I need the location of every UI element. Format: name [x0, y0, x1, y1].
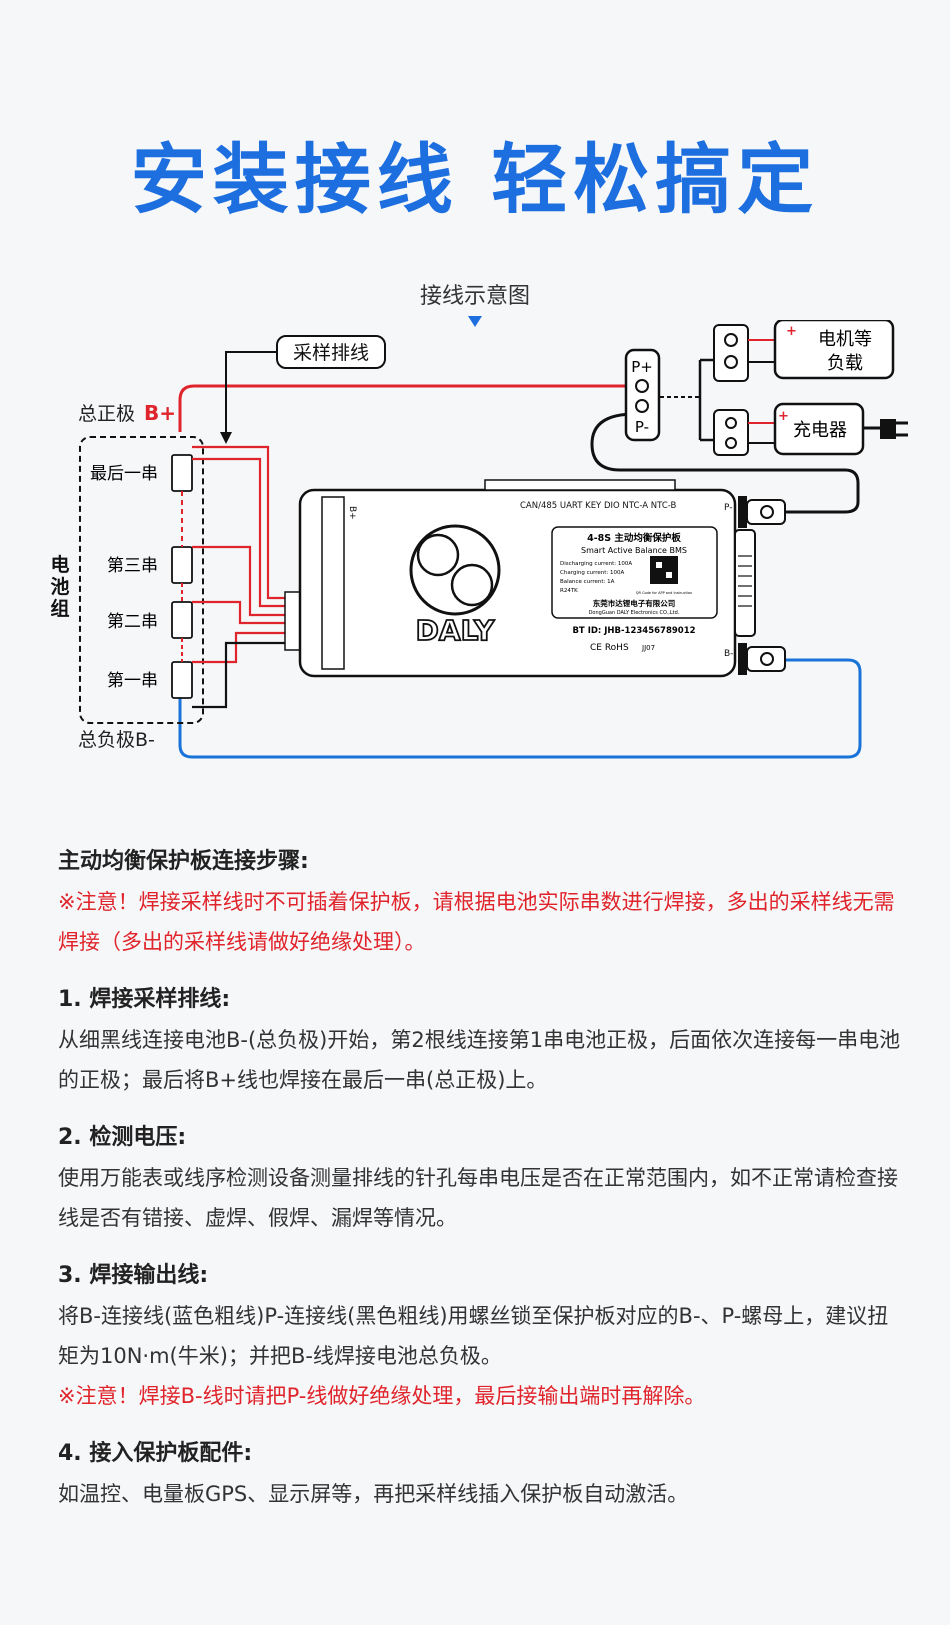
p-plus-label: P+	[631, 358, 653, 376]
bms-model: 4-8S 主动均衡保护板	[587, 532, 681, 544]
bms-p-minus: P-	[724, 503, 732, 513]
cell-label-last: 最后一串	[90, 464, 158, 484]
step-4-text: 如温控、电量板GPS、显示屏等，再把采样线插入保护板自动激活。	[58, 1482, 689, 1506]
step-1-text: 从细黑线连接电池B-(总负极)开始，第2根线连接第1串电池正极，后面依次连接每一…	[58, 1028, 901, 1092]
sampling-label: 采样排线	[293, 342, 369, 364]
cell-last: 最后一串	[90, 454, 193, 492]
step-3-text: 将B-连接线(蓝色粗线)P-连接线(黑色粗线)用螺丝锁至保护板对应的B-、P-螺…	[58, 1304, 889, 1368]
total-positive-label: 总正极	[78, 403, 135, 425]
p-plus-wire	[178, 384, 636, 432]
svg-text:+: +	[778, 409, 789, 424]
charger-label: 充电器	[793, 420, 847, 441]
qr-code-icon	[650, 556, 678, 584]
bms-board: CAN/485 UART KEY DIO NTC-A NTC-B B+ DALY…	[298, 479, 786, 678]
pack-label: 电池组	[50, 553, 69, 620]
cell-label-first: 第一串	[107, 671, 158, 691]
bms-code: JJ07	[641, 644, 655, 652]
cell-first: 第一串	[107, 661, 193, 699]
battery-pack-frame	[79, 436, 204, 724]
wiring-diagram: 电池组 总正极 B+ 总负极B- 采样排线 最后一串 第三串 第二串 第一串	[50, 320, 908, 759]
steps-warning: ※注意！焊接采样线时不可插着保护板，请根据电池实际串数进行焊接，多出的采样线无需…	[58, 890, 895, 954]
p-minus-label: P-	[635, 418, 649, 436]
step-1-title: 1. 焊接采样排线:	[58, 987, 231, 1012]
step-3-note: ※注意！焊接B-线时请把P-线做好绝缘处理，最后接输出端时再解除。	[58, 1384, 706, 1408]
bms-ports: CAN/485 UART KEY DIO NTC-A NTC-B	[520, 501, 677, 511]
cert-marks: CE RoHS	[590, 643, 629, 653]
bms-spec-balance: Balance current: 1A	[560, 579, 615, 585]
cell-label-third: 第三串	[107, 556, 158, 576]
page-title: 安装接线 轻松搞定	[130, 135, 820, 224]
bt-id: BT ID: JHB-123456789012	[572, 626, 695, 636]
qr-caption: QR Code for APP and Instruction	[636, 591, 692, 595]
step-4-title: 4. 接入保护板配件:	[58, 1441, 253, 1466]
step-2-title: 2. 检测电压:	[58, 1125, 187, 1150]
instruction-steps: 主动均衡保护板连接步骤: ※注意！焊接采样线时不可插着保护板，请根据电池实际串数…	[58, 842, 908, 1514]
bms-spec-code: R24TK	[560, 588, 578, 594]
bms-brand: DALY	[416, 614, 495, 647]
bms-b-plus: B+	[347, 506, 357, 520]
p-connector	[624, 348, 661, 442]
cell-second: 第二串	[107, 601, 193, 639]
step-2-text: 使用万能表或线序检测设备测量排线的针孔每串电压是否在正常范围内，如不正常请检查接…	[58, 1166, 898, 1230]
caption-arrow-icon	[468, 316, 482, 327]
svg-text:电机等: 电机等	[818, 329, 872, 350]
maker-en: DongGuan DALY Electronics CO.,Ltd.	[589, 610, 680, 616]
p-minus-wire	[590, 412, 860, 514]
b-minus-wire	[178, 658, 862, 759]
svg-text:+: +	[786, 324, 797, 339]
bms-spec-discharge: Discharging current: 100A	[560, 561, 632, 567]
maker-cn: 东莞市达锂电子有限公司	[593, 598, 676, 608]
step-3-title: 3. 焊接输出线:	[58, 1263, 209, 1288]
plug-icon	[880, 419, 896, 439]
bms-subtitle: Smart Active Balance BMS	[581, 546, 687, 555]
steps-heading: 主动均衡保护板连接步骤:	[58, 849, 309, 874]
bms-b-minus: B-	[724, 649, 733, 659]
cell-label-second: 第二串	[107, 612, 158, 632]
svg-text:负载: 负载	[827, 353, 863, 374]
diagram-caption: 接线示意图	[419, 284, 530, 309]
bms-spec-charge: Charging current: 100A	[560, 570, 625, 576]
total-negative-label: 总负极B-	[78, 729, 155, 751]
cell-third: 第三串	[107, 546, 193, 584]
load-device	[773, 320, 895, 380]
total-positive-sym: B+	[144, 401, 176, 425]
